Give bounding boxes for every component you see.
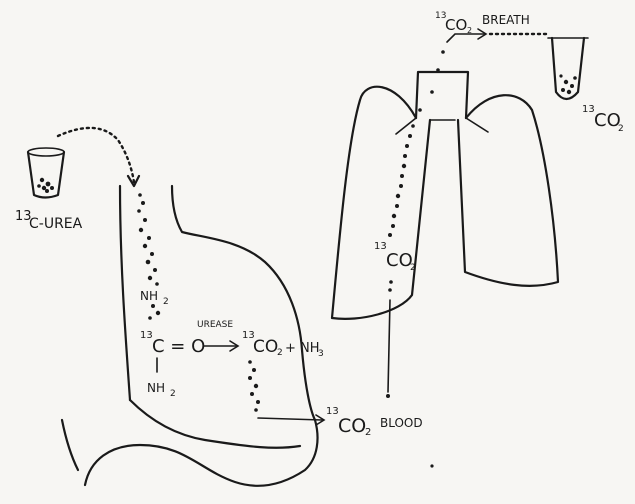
urea-ingestion-arrow — [58, 128, 134, 182]
co2-particles-stomach — [248, 360, 260, 412]
carbonyl-sup: 13 — [140, 330, 153, 341]
blood-vessel-line — [388, 300, 390, 392]
collection-tube — [548, 38, 588, 99]
blood-co2-sub: 2 — [365, 427, 371, 438]
stray-dot — [430, 464, 433, 467]
urease-label: UREASE — [197, 320, 233, 330]
nh2-bottom-label: NH — [147, 381, 165, 395]
lung-co2-sup: 13 — [374, 241, 387, 252]
tube-co2: CO — [594, 110, 621, 131]
products-co2: CO — [253, 337, 278, 357]
lung-co2-sub: 2 — [410, 263, 416, 273]
breath-label: BREATH — [482, 13, 530, 27]
nh2-top-label: NH — [140, 289, 158, 303]
blood-co2: CO — [338, 415, 366, 437]
blood-label: BLOOD — [380, 416, 423, 430]
urea-label: C-UREA — [29, 216, 83, 232]
blood-co2-sup: 13 — [326, 406, 339, 417]
products-nh3-sub: 3 — [318, 349, 324, 359]
co2-particles-lung — [388, 50, 445, 237]
carbonyl-label: C = O — [152, 336, 205, 357]
urea-cup — [28, 148, 64, 198]
lungs-outline — [332, 72, 558, 319]
nh2-top-sub: 2 — [163, 297, 169, 307]
breath-co2-sub: 2 — [467, 26, 472, 35]
nh2-bottom-sub: 2 — [170, 389, 176, 399]
breath-co2: CO — [445, 16, 467, 34]
tube-co2-sup: 13 — [582, 104, 595, 115]
products-nh3: + NH — [285, 341, 320, 356]
tube-co2-sub: 2 — [618, 124, 624, 134]
blood-arrow — [258, 418, 322, 420]
products-co2-sub: 2 — [277, 348, 283, 358]
lung-co2: CO — [386, 250, 413, 271]
